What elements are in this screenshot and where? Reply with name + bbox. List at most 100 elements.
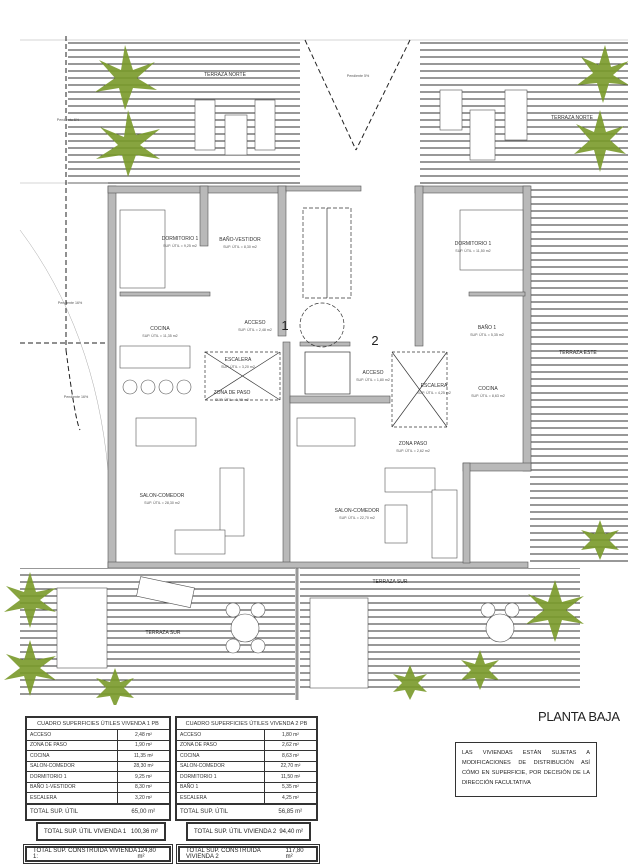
area-cell: 11,35 m²	[117, 750, 171, 762]
unit2-room-labels: DORMITORIO 1 SUP. ÚTIL = 11,50 m2 BAÑO 1…	[335, 241, 505, 520]
area-cell: 4,25 m²	[264, 792, 318, 804]
room-name: DORMITORIO 1	[162, 236, 199, 242]
table-title: CUADRO SUPERFICIES ÚTILES VIVENDA 2 PB	[176, 717, 317, 730]
room-area: SUP. ÚTIL = 11,50 m2	[455, 248, 490, 253]
drawing-title: PLANTA BAJA	[538, 709, 620, 724]
room-name: ACCESO	[244, 320, 265, 326]
terrace-label: TERRAZA ESTE	[559, 350, 597, 356]
room-name: ESCALERA	[421, 383, 448, 389]
unit-number-2: 2	[371, 333, 378, 348]
total-label: TOTAL SUP. ÚTIL	[25, 802, 118, 820]
room-cell: COCINA	[175, 750, 265, 762]
room-cell: ACCESO	[25, 729, 118, 741]
room-cell: ZONA DE PASO	[25, 739, 118, 751]
room-name: BAÑO-VESTIDOR	[219, 236, 261, 243]
room-area: SUP. ÚTIL = 8,63 m2	[471, 393, 505, 398]
terrace-label: TERRAZA NORTE	[204, 72, 247, 78]
stair-core	[204, 207, 448, 428]
room-area: SUP. ÚTIL = 4,25 m2	[417, 390, 451, 395]
table-title: CUADRO SUPERFICIES ÚTILES VIVENDA 1 PB	[26, 717, 170, 730]
room-name: BAÑO 1	[478, 324, 497, 331]
room-area: SUP. ÚTIL = 2,48 m2	[238, 327, 272, 332]
room-name: COCINA	[478, 386, 498, 392]
total-util-label: TOTAL SUP. ÚTIL VIVIENDA 2	[194, 828, 277, 835]
room-cell: BAÑO 1-VESTIDOR	[25, 781, 118, 793]
terrace-label: TERRAZA SUR	[145, 630, 180, 636]
building-walls	[107, 185, 532, 569]
room-cell: SALON-COMEDOR	[25, 760, 118, 772]
room-area: SUP. ÚTIL = 1,90 m2	[215, 397, 249, 402]
total-built-unit-2: TOTAL SUP. CONSTRUIDA VIVIENDA 2 117,80 …	[178, 846, 318, 862]
room-name: DORMITORIO 1	[455, 241, 492, 247]
room-cell: SALON-COMEDOR	[175, 760, 265, 772]
total-util-value: 94,40 m²	[279, 828, 303, 835]
room-cell: DORMITORIO 1	[25, 771, 118, 783]
unit1-room-labels: DORMITORIO 1 SUP. ÚTIL = 9,25 m2 BAÑO-VE…	[140, 236, 272, 505]
room-name: ESCALERA	[225, 357, 252, 363]
area-cell: 22,70 m²	[264, 760, 318, 772]
room-name: SALON-COMEDOR	[335, 508, 380, 514]
room-area: SUP. ÚTIL = 3,20 m2	[221, 364, 255, 369]
total-value: 65,00 m²	[117, 802, 171, 820]
disclaimer-note: LAS VIVIENDAS ESTÁN SUJETAS A MODIFICACI…	[455, 742, 597, 797]
surface-table-unit-1: CUADRO SUPERFICIES ÚTILES VIVENDA 1 PB A…	[25, 716, 171, 821]
total-built-value: 124,80 m²	[137, 848, 156, 860]
unit-number-1: 1	[281, 318, 288, 333]
area-cell: 2,62 m²	[264, 739, 318, 751]
terrace-label: TERRAZA SUR	[372, 579, 407, 585]
area-cell: 28,30 m²	[117, 760, 171, 772]
area-cell: 11,50 m²	[264, 771, 318, 783]
slope-label: Pendiente 5%	[347, 74, 370, 78]
area-cell: 2,48 m²	[117, 729, 171, 741]
total-util-unit-2: TOTAL SUP. ÚTIL VIVIENDA 2 94,40 m²	[186, 822, 311, 841]
slope-boundary	[19, 36, 109, 471]
terrace-label: TERRAZA NORTE	[551, 115, 594, 121]
room-area: SUP. ÚTIL = 22,70 m2	[339, 515, 375, 520]
room-area: SUP. ÚTIL = 8,30 m2	[223, 244, 257, 249]
room-cell: COCINA	[25, 750, 118, 762]
total-label: TOTAL SUP. ÚTIL	[175, 802, 265, 820]
room-area: SUP. ÚTIL = 2,62 m2	[396, 448, 430, 453]
area-cell: 8,63 m²	[264, 750, 318, 762]
room-area: SUP. ÚTIL = 5,35 m2	[470, 332, 504, 337]
room-name: ZONA DE PASO	[214, 390, 251, 396]
total-built-unit-1: TOTAL SUP. CONSTRUIDA VIVIENDA 1: 124,80…	[25, 846, 171, 862]
room-cell: ZONA DE PASO	[175, 739, 265, 751]
area-cell: 1,90 m²	[117, 739, 171, 751]
room-cell: DORMITORIO 1	[175, 771, 265, 783]
total-util-label: TOTAL SUP. ÚTIL VIVIENDA 1	[44, 828, 127, 835]
floor-plan: 1 2 Pendiente 5% Pendiente 5% Pendiente …	[4, 36, 628, 705]
slope-label: Pendiente 16%	[64, 395, 89, 399]
room-area: SUP. ÚTIL = 11,35 m2	[142, 333, 177, 338]
total-built-label: TOTAL SUP. CONSTRUIDA VIVIENDA 2	[186, 848, 261, 860]
area-cell: 9,25 m²	[117, 771, 171, 783]
room-cell: ACCESO	[175, 729, 265, 741]
total-built-label: TOTAL SUP. CONSTRUIDA VIVIENDA 1:	[33, 848, 137, 860]
area-cell: 8,30 m²	[117, 781, 171, 793]
total-util-value: 100,36 m²	[130, 828, 158, 835]
slope-label: Pendiente 5%	[57, 118, 80, 122]
area-cell: 5,35 m²	[264, 781, 318, 793]
vegetation	[4, 45, 628, 705]
slope-label: Pendiente 16%	[58, 301, 83, 305]
surface-table-unit-2: CUADRO SUPERFICIES ÚTILES VIVENDA 2 PB A…	[175, 716, 318, 821]
room-name: SALON-COMEDOR	[140, 493, 185, 499]
room-area: SUP. ÚTIL = 28,30 m2	[144, 500, 180, 505]
total-built-value: 117,80 m²	[285, 848, 304, 860]
room-area: SUP. ÚTIL = 1,80 m2	[356, 377, 390, 382]
